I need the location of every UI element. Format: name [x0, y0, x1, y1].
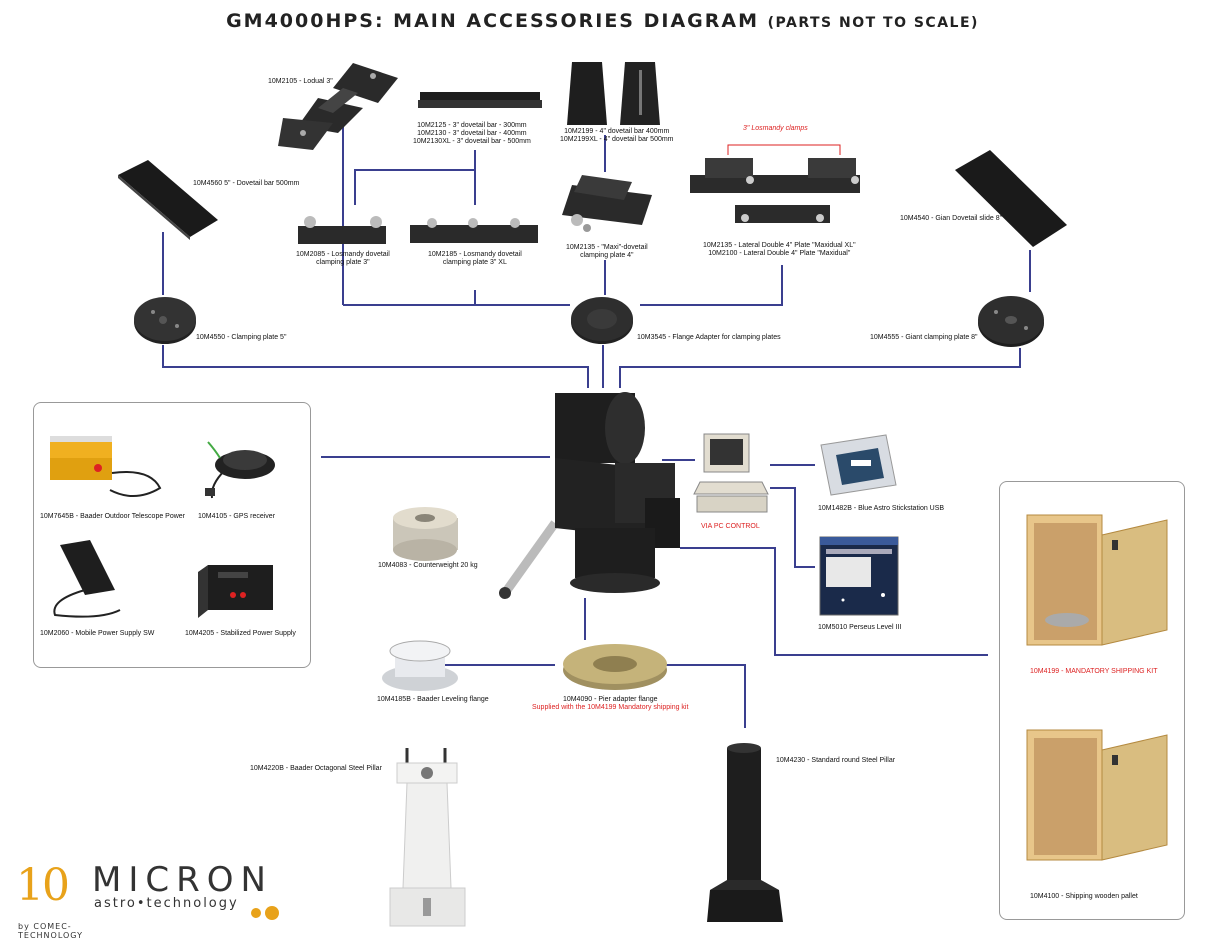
label-giant-dovetail: 10M4540 - Gian Dovetail slide 8"	[900, 215, 1003, 222]
losmandy-3-illustration	[298, 216, 386, 244]
label-dovetail-bars-3: 10M2125 - 3" dovetail bar - 300mm 10M213…	[413, 122, 531, 146]
lateral-double-xl: 10M2135 - Lateral Double 4" Plate "Maxid…	[703, 242, 856, 249]
lateral-double-illustration	[690, 144, 860, 223]
label-lodual: 10M2105 - Lodual 3"	[268, 78, 333, 85]
round-pillar-illustration	[707, 743, 783, 922]
label-counterweight: 10M4083 - Counterweight 20 kg	[378, 562, 478, 569]
label-shipping-kit: 10M4199 - MANDATORY SHIPPING KIT	[1030, 668, 1158, 675]
label-giant-clamping: 10M4555 - Giant clamping plate 8"	[870, 334, 978, 341]
losmandy-3xl-illustration	[410, 218, 538, 243]
wire-dovetail3-losmandy	[354, 150, 476, 205]
label-octagonal-pillar: 10M4220B - Baader Octagonal Steel Pillar	[250, 765, 382, 772]
logo-name: MICRON	[92, 860, 273, 900]
dovetail-bar-5-illustration	[118, 160, 218, 240]
label-stickstation: 10M1482B - Blue Astro Stickstation USB	[818, 505, 945, 512]
stabilized-power-illustration	[198, 565, 273, 618]
wire-lateral-flange	[640, 265, 783, 306]
label-flange-adapter: 10M3545 - Flange Adapter for clamping pl…	[637, 334, 781, 341]
label-lateral-double: 10M2135 - Lateral Double 4" Plate "Maxid…	[703, 242, 856, 258]
label-wooden-pallet: 10M4100 - Shipping wooden pallet	[1030, 893, 1138, 900]
pier-adapter-note: Supplied with the 10M4199 Mandatory ship…	[532, 704, 689, 711]
giant-clamping-plate-illustration	[978, 296, 1044, 347]
losmandy-3-line2: clamping plate 3"	[316, 259, 370, 266]
logo-tagline: astro•technology	[94, 896, 239, 911]
wire-top-bus	[343, 290, 570, 306]
mobile-power-illustration	[53, 540, 121, 618]
flange-adapter-illustration	[571, 297, 633, 344]
wire-giant-mount	[619, 348, 1021, 388]
wire-clamp5-mount	[162, 345, 589, 388]
logo-by: by COMEC-TECHNOLOGY	[18, 922, 83, 940]
label-baader-power: 10M7645B - Baader Outdoor Telescope Powe…	[40, 513, 186, 520]
clamping-plate-5-illustration	[134, 297, 196, 344]
dovetail-bar-4-500: 10M2199XL - 4" dovetail bar 500mm	[560, 136, 674, 143]
label-losmandy-3xl: 10M2185 - Losmandy dovetail clamping pla…	[428, 251, 522, 267]
maxi-dovetail-line2: clamping plate 4"	[580, 252, 634, 259]
leveling-flange-illustration	[382, 640, 458, 691]
dovetail-bar-3-illustration	[418, 92, 542, 108]
dovetail-bar-300: 10M2125 - 3" dovetail bar - 300mm	[417, 122, 527, 129]
label-clamping-5: 10M4550 - Clamping plate 5"	[196, 334, 287, 341]
counterweight-illustration	[393, 507, 458, 561]
losmandy-3xl-line1: 10M2185 - Losmandy dovetail	[428, 251, 522, 258]
octagonal-pillar-illustration	[389, 748, 466, 927]
diagram-title: GM4000HPS: MAIN ACCESSORIES DIAGRAM (PAR…	[0, 10, 1205, 32]
baader-power-illustration	[50, 436, 162, 497]
label-round-pillar: 10M4230 - Standard round Steel Pillar	[776, 757, 896, 764]
label-losmandy-3: 10M2085 - Losmandy dovetail clamping pla…	[296, 251, 390, 267]
losmandy-3xl-line2: clamping plate 3" XL	[442, 259, 507, 266]
maxi-dovetail-illustration	[562, 175, 652, 232]
label-dovetail-5: 10M4560 5" - Dovetail bar 500mm	[193, 180, 300, 187]
label-losmandy-clamps: 3" Losmandy clamps	[743, 125, 808, 132]
label-perseus: 10M5010 Perseus Level III	[818, 624, 902, 631]
label-stabilized-power: 10M4205 - Stabilized Power Supply	[185, 630, 296, 637]
label-gps: 10M4105 - GPS receiver	[198, 513, 276, 520]
gm4000-mount-illustration	[499, 392, 680, 599]
perseus-software-illustration	[819, 536, 899, 616]
wire-pc-perseus	[770, 487, 815, 568]
wire-counterweight	[425, 598, 746, 728]
lateral-double: 10M2100 - Lateral Double 4" Plate "Maxid…	[708, 250, 851, 257]
gps-receiver-illustration	[205, 441, 275, 499]
label-pc-control: VIA PC CONTROL	[701, 523, 760, 530]
stickstation-illustration	[820, 434, 897, 496]
wire-mount-shipping	[680, 547, 988, 656]
label-mobile-power: 10M2060 - Mobile Power Supply SW	[40, 630, 155, 637]
dovetail-bar-500: 10M2130XL - 3" dovetail bar - 500mm	[413, 138, 531, 145]
pier-adapter-line: 10M4090 - Pier adapter flange	[562, 696, 658, 703]
label-pier-adapter: 10M4090 - Pier adapter flange Supplied w…	[532, 696, 688, 712]
pc-illustration	[693, 433, 769, 513]
logo-dots	[251, 906, 279, 920]
title-main: GM4000HPS: MAIN ACCESSORIES DIAGRAM	[226, 10, 759, 32]
dovetail-bar-400: 10M2130 - 3" dovetail bar - 400mm	[417, 130, 527, 137]
label-leveling-flange: 10M4185B - Baader Leveling flange	[377, 696, 489, 703]
dovetail-bar-4-illustration	[567, 62, 660, 125]
wooden-pallet-illustration	[1026, 729, 1168, 861]
losmandy-3-line1: 10M2085 - Losmandy dovetail	[296, 251, 390, 258]
maxi-dovetail-line1: 10M2135 - "Maxi"-dovetail	[566, 244, 648, 251]
dovetail-bar-4-400: 10M2199 - 4" dovetail bar 400mm	[564, 128, 670, 135]
giant-dovetail-illustration	[955, 150, 1067, 247]
logo-ten: 10	[16, 860, 70, 911]
label-dovetail-bars-4: 10M2199 - 4" dovetail bar 400mm 10M2199X…	[560, 128, 674, 144]
lodual-illustration	[278, 63, 398, 150]
shipping-kit-illustration	[1026, 514, 1168, 646]
title-note: (PARTS NOT TO SCALE)	[767, 15, 979, 31]
pier-adapter-illustration	[563, 644, 667, 690]
label-maxi-dovetail: 10M2135 - "Maxi"-dovetail clamping plate…	[566, 244, 648, 260]
